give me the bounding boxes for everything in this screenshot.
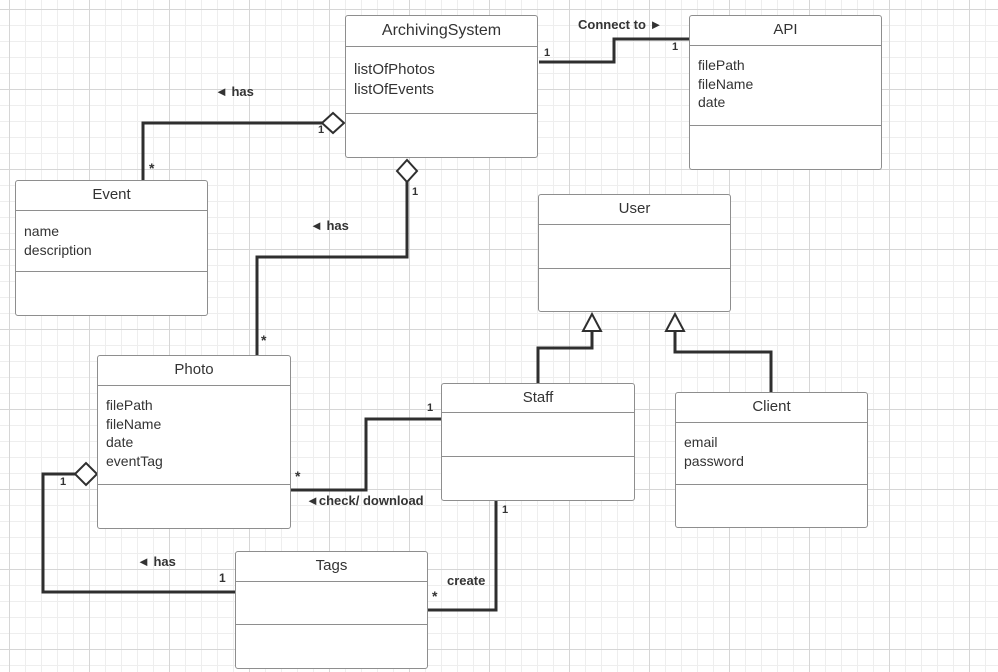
label-create: create (447, 573, 486, 588)
divider (442, 412, 634, 413)
divider (539, 224, 730, 225)
multiplicity-staff-photo-photo: * (295, 468, 301, 484)
multiplicity-system-event-part: * (149, 160, 155, 176)
attribute-list: filePath fileName date (698, 56, 753, 112)
generalization-arrow-staff-user (581, 311, 603, 332)
class-name: API (773, 21, 798, 38)
attribute: password (684, 452, 744, 469)
multiplicity-system-api-target: 1 (672, 41, 679, 53)
divider (442, 456, 634, 457)
divider (346, 113, 537, 114)
divider (98, 385, 290, 386)
attribute: filePath (698, 57, 745, 73)
multiplicity-system-api-source: 1 (544, 47, 551, 59)
class-user[interactable]: User (538, 194, 731, 312)
label-check-download: ◄check/ download (306, 493, 424, 508)
attribute: email (684, 434, 718, 450)
class-name: Photo (174, 361, 214, 378)
attribute: listOfPhotos (354, 61, 435, 78)
class-name: User (618, 200, 651, 217)
attribute: name (24, 223, 60, 239)
attribute-list: listOfPhotos listOfEvents (354, 60, 435, 100)
divider (236, 581, 427, 582)
multiplicity-photo-tags-whole: 1 (60, 476, 67, 488)
attribute: eventTag (106, 452, 163, 469)
attribute-list: filePath fileName date eventTag (106, 396, 163, 470)
class-name: Client (752, 398, 791, 415)
class-client[interactable]: Client email password (675, 392, 868, 528)
edge-system-photo[interactable] (255, 182, 409, 355)
edge-staff-photo[interactable] (291, 417, 441, 492)
aggregation-diamond-photo-tags (73, 461, 99, 487)
edge-system-api[interactable] (539, 37, 690, 64)
divider (98, 484, 290, 485)
divider (690, 125, 881, 126)
label-photo-tags-has: ◄ has (137, 554, 176, 569)
edge-staff-tags[interactable] (428, 500, 498, 612)
class-name: ArchivingSystem (381, 22, 502, 39)
attribute: date (698, 94, 726, 110)
label-system-event-has: ◄ has (215, 84, 254, 99)
class-staff[interactable]: Staff (441, 383, 635, 501)
attribute-list: email password (684, 433, 744, 470)
divider (539, 268, 730, 269)
label-system-photo-has: ◄ has (310, 218, 349, 233)
multiplicity-system-photo-whole: 1 (412, 186, 419, 198)
divider (690, 45, 881, 46)
class-archiving-system[interactable]: ArchivingSystem listOfPhotos listOfEvent… (345, 15, 538, 158)
attribute: fileName (698, 75, 754, 92)
class-name: Staff (522, 389, 554, 406)
divider (676, 484, 867, 485)
multiplicity-staff-tags-tags: * (432, 588, 438, 604)
edge-staff-user[interactable] (536, 331, 594, 384)
edge-client-user[interactable] (673, 331, 773, 393)
attribute: filePath (106, 397, 153, 413)
class-photo[interactable]: Photo filePath fileName date eventTag (97, 355, 291, 529)
class-tags[interactable]: Tags (235, 551, 428, 669)
attribute: date (106, 434, 134, 450)
class-event[interactable]: Event name description (15, 180, 208, 316)
class-name: Tags (315, 557, 348, 574)
edge-system-event[interactable] (141, 121, 322, 180)
attribute: listOfEvents (354, 81, 435, 98)
edge-photo-tags[interactable] (41, 472, 235, 594)
attribute: fileName (106, 415, 162, 432)
multiplicity-system-photo-part: * (261, 332, 267, 348)
divider (16, 271, 207, 272)
multiplicity-system-event-whole: 1 (318, 124, 325, 136)
attribute: description (24, 241, 92, 258)
divider (236, 624, 427, 625)
aggregation-diamond-system-photo (395, 158, 419, 184)
divider (676, 422, 867, 423)
multiplicity-photo-tags-part: 1 (219, 571, 226, 585)
label-connect-to: Connect to ► (578, 17, 663, 32)
aggregation-diamond-system-event (320, 111, 346, 135)
multiplicity-staff-photo-staff: 1 (427, 402, 434, 414)
multiplicity-staff-tags-staff: 1 (502, 504, 509, 516)
divider (16, 210, 207, 211)
class-name: Event (92, 186, 131, 203)
attribute-list: name description (24, 222, 92, 259)
class-api[interactable]: API filePath fileName date (689, 15, 882, 170)
generalization-arrow-client-user (664, 311, 686, 332)
divider (346, 46, 537, 47)
